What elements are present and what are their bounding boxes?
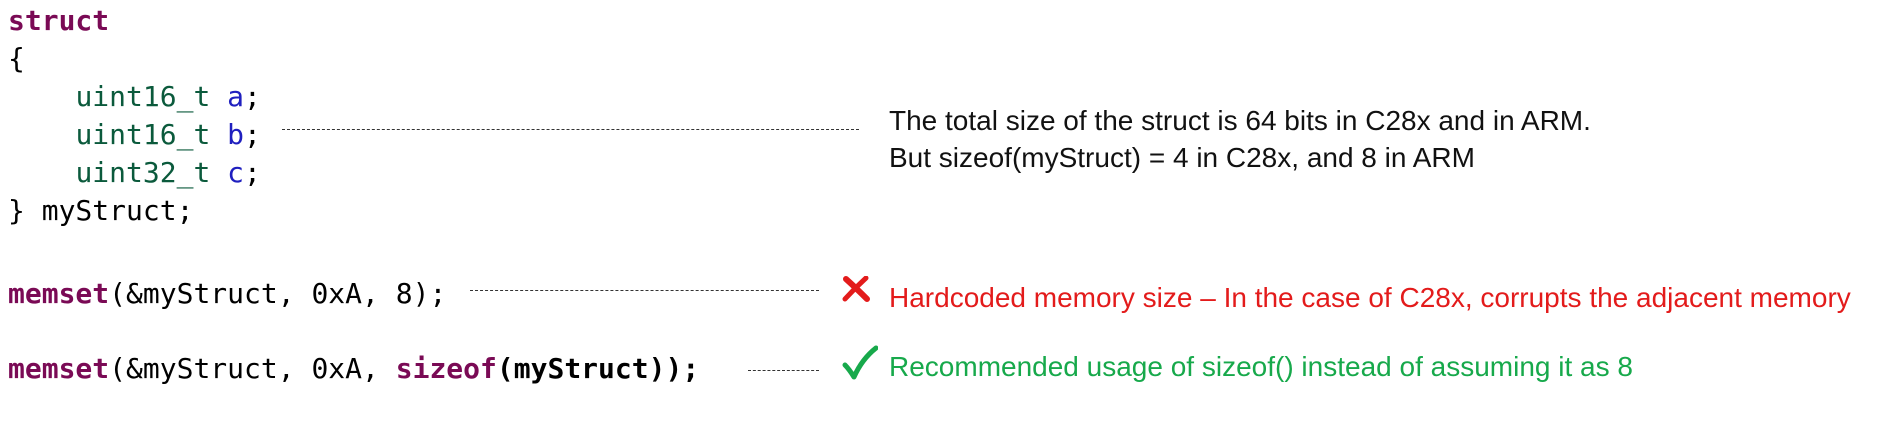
struct-size-note-line1: The total size of the struct is 64 bits … (889, 105, 1591, 136)
field-a-type: uint16_t (75, 80, 211, 113)
recommended-note: Recommended usage of sizeof() instead of… (889, 351, 1633, 382)
memset-hardcoded-line: memset(&myStruct, 0xA, 8); (8, 275, 446, 313)
memset-sizeof-line: memset(&myStruct, 0xA, sizeof(myStruct))… (8, 350, 699, 388)
memset-sizeof-args-suffix: ); (665, 352, 700, 385)
hardcoded-warning-note: Hardcoded memory size – In the case of C… (889, 282, 1851, 313)
memset-hardcoded-args: (&myStruct, 0xA, 8); (109, 277, 447, 310)
struct-close-line: } myStruct; (8, 194, 194, 227)
open-brace: { (8, 42, 25, 75)
field-a-name: a (227, 80, 245, 113)
struct-size-note-line2: But sizeof(myStruct) = 4 in C28x, and 8 … (889, 142, 1475, 173)
field-b-semicolon: ; (244, 118, 261, 151)
cross-mark-icon (842, 276, 870, 302)
field-c-semicolon: ; (244, 156, 261, 189)
check-mark-icon (842, 345, 878, 380)
memset-sizeof-args-prefix: (&myStruct, 0xA, (109, 352, 396, 385)
sizeof-argument: (myStruct) (496, 352, 666, 385)
memset-sizeof-func: memset (8, 352, 110, 385)
struct-code-block: struct { uint16_t a; uint16_t b; uint32_… (8, 2, 261, 230)
hardcoded-leader-line (470, 290, 819, 291)
sizeof-leader-line (748, 370, 819, 371)
struct-size-note: The total size of the struct is 64 bits … (889, 102, 1591, 176)
field-b-name: b (227, 118, 245, 151)
memset-hardcoded-func: memset (8, 277, 110, 310)
sizeof-keyword: sizeof (395, 352, 497, 385)
field-b-type: uint16_t (75, 118, 211, 151)
field-a-semicolon: ; (244, 80, 261, 113)
struct-size-leader-line (282, 129, 859, 130)
struct-keyword: struct (8, 4, 110, 37)
field-c-type: uint32_t (75, 156, 211, 189)
field-c-name: c (227, 156, 245, 189)
